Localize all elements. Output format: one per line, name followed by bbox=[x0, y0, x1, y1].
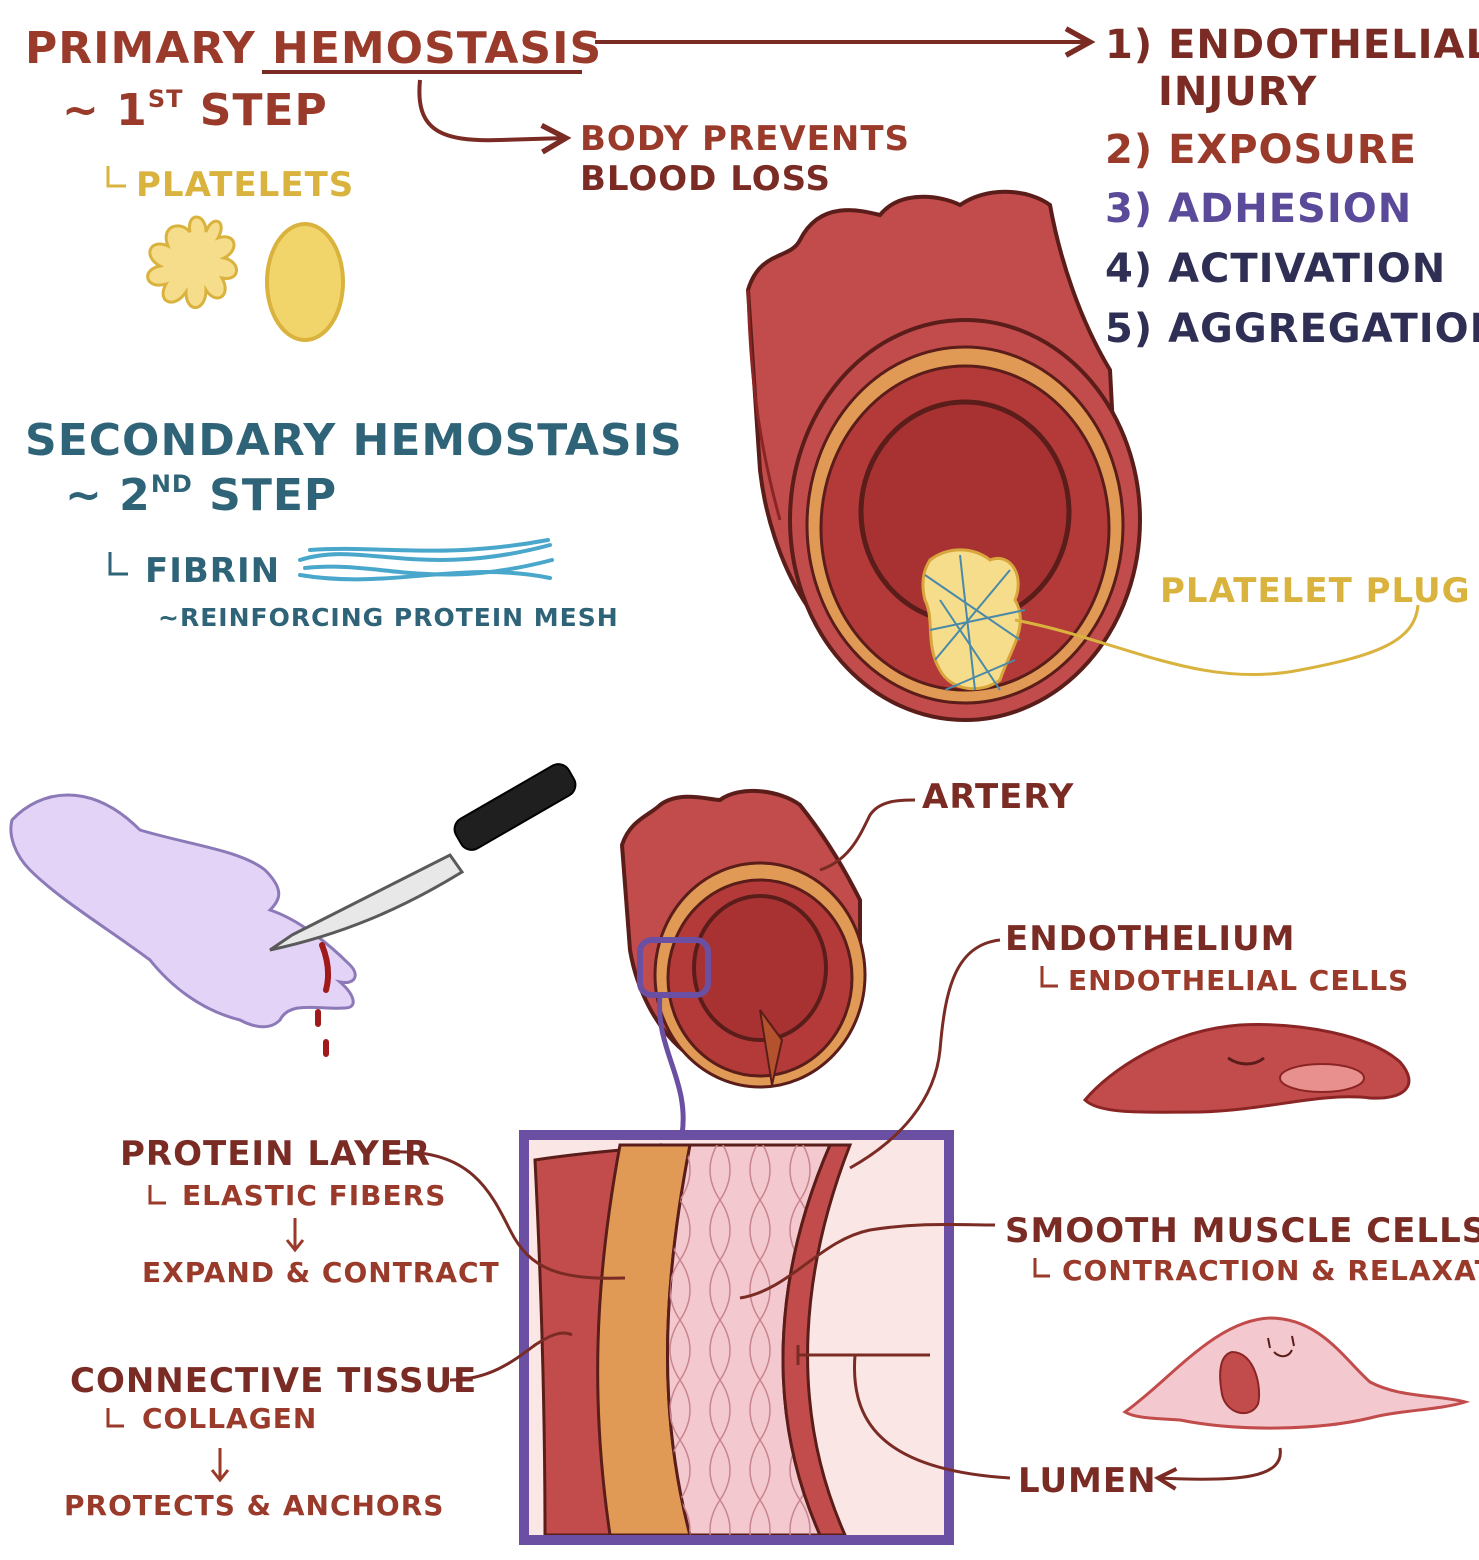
collagen-label: COLLAGEN bbox=[142, 1402, 317, 1435]
platelets-label: PLATELETS bbox=[136, 165, 354, 205]
smooth-muscle-cell-icon bbox=[1122, 1316, 1471, 1430]
endothelium-label: ENDOTHELIUM bbox=[1005, 919, 1295, 959]
elastic-fibers-label: ELASTIC FIBERS bbox=[182, 1179, 446, 1212]
endothelium-leader bbox=[849, 938, 1001, 1170]
blood-loss-text: BLOOD LOSS bbox=[580, 159, 831, 199]
artery-label: ARTERY bbox=[922, 777, 1074, 817]
zoomed-wall-section bbox=[519, 1130, 954, 1545]
connective-tissue-leader bbox=[449, 1331, 573, 1382]
fibrin-label: FIBRIN bbox=[145, 551, 280, 591]
step-1: 1) ENDOTHELIAL bbox=[1105, 22, 1479, 68]
lumen-label: LUMEN bbox=[1018, 1461, 1157, 1501]
protects-anchors-label: PROTECTS & ANCHORS bbox=[64, 1489, 444, 1522]
platelet-plug-leader bbox=[1014, 604, 1420, 677]
secondary-step: ~ 2ND STEP bbox=[65, 470, 337, 521]
artery-leader bbox=[819, 798, 916, 872]
platelets-bracket bbox=[106, 166, 126, 188]
fibrin-strands-icon bbox=[298, 538, 554, 582]
primary-step: ~ 1ST STEP bbox=[62, 85, 328, 136]
primary-title-a: PRIMARY bbox=[25, 23, 272, 74]
hand-icon bbox=[9, 793, 357, 1029]
connective-tissue-label: CONNECTIVE TISSUE bbox=[70, 1361, 477, 1401]
step-5: 5) AGGREGATION bbox=[1105, 306, 1479, 352]
body-prevents-text: BODY PREVENTS bbox=[580, 119, 910, 159]
step-1-cont: INJURY bbox=[1158, 69, 1317, 115]
activated-platelet-icon bbox=[146, 215, 238, 309]
resting-platelet-icon bbox=[265, 222, 345, 342]
mesh-label: ~REINFORCING PROTEIN MESH bbox=[158, 603, 619, 632]
primary-hemostasis-section: PRIMARY HEMOSTASIS ~ 1ST STEP PLATELETS … bbox=[25, 23, 1090, 342]
smooth-muscle-leader bbox=[739, 1222, 996, 1300]
zoom-box-large bbox=[519, 1130, 954, 1545]
primary-title-b: HEMOSTASIS bbox=[272, 23, 602, 74]
left-labels: PROTEIN LAYER ELASTIC FIBERS EXPAND & CO… bbox=[64, 1134, 626, 1522]
platelet-plug-label: PLATELET PLUG bbox=[1160, 571, 1470, 611]
endothelial-cell-icon bbox=[1082, 1023, 1411, 1114]
lumen-arrow bbox=[1158, 1447, 1282, 1479]
arrow-to-body-prevents bbox=[417, 79, 566, 140]
steps-list: 1) ENDOTHELIAL INJURY 2) EXPOSURE 3) ADH… bbox=[1105, 22, 1479, 352]
protein-layer-label: PROTEIN LAYER bbox=[120, 1134, 431, 1174]
platelet-plug-icon bbox=[921, 548, 1026, 691]
step-2: 2) EXPOSURE bbox=[1105, 127, 1417, 173]
lumen-bracket bbox=[796, 1345, 1011, 1480]
step-3: 3) ADHESION bbox=[1105, 186, 1412, 232]
svg-text:PRIMARY HEMOSTASIS: PRIMARY HEMOSTASIS bbox=[25, 23, 602, 74]
smooth-muscle-label: SMOOTH MUSCLE CELLS bbox=[1005, 1211, 1479, 1251]
artery-small-illustration: ARTERY bbox=[619, 777, 1074, 1136]
protein-layer-leader bbox=[394, 1150, 626, 1280]
hand-knife-illustration bbox=[9, 763, 577, 1057]
fibrin-bracket bbox=[108, 552, 128, 576]
right-labels: ENDOTHELIUM ENDOTHELIAL CELLS SMOOTH MUS… bbox=[739, 919, 1479, 1501]
zoom-box-small bbox=[637, 937, 711, 998]
expand-contract-label: EXPAND & CONTRACT bbox=[142, 1256, 500, 1289]
secondary-title: SECONDARY HEMOSTASIS bbox=[25, 415, 683, 466]
step-4: 4) ACTIVATION bbox=[1105, 246, 1446, 292]
endothelial-cells-label: ENDOTHELIAL CELLS bbox=[1068, 964, 1409, 997]
artery-large-illustration: PLATELET PLUG bbox=[745, 189, 1470, 722]
contraction-relaxation-label: CONTRACTION & RELAXATION bbox=[1062, 1254, 1479, 1287]
secondary-hemostasis-section: SECONDARY HEMOSTASIS ~ 2ND STEP FIBRIN ~… bbox=[25, 415, 683, 632]
